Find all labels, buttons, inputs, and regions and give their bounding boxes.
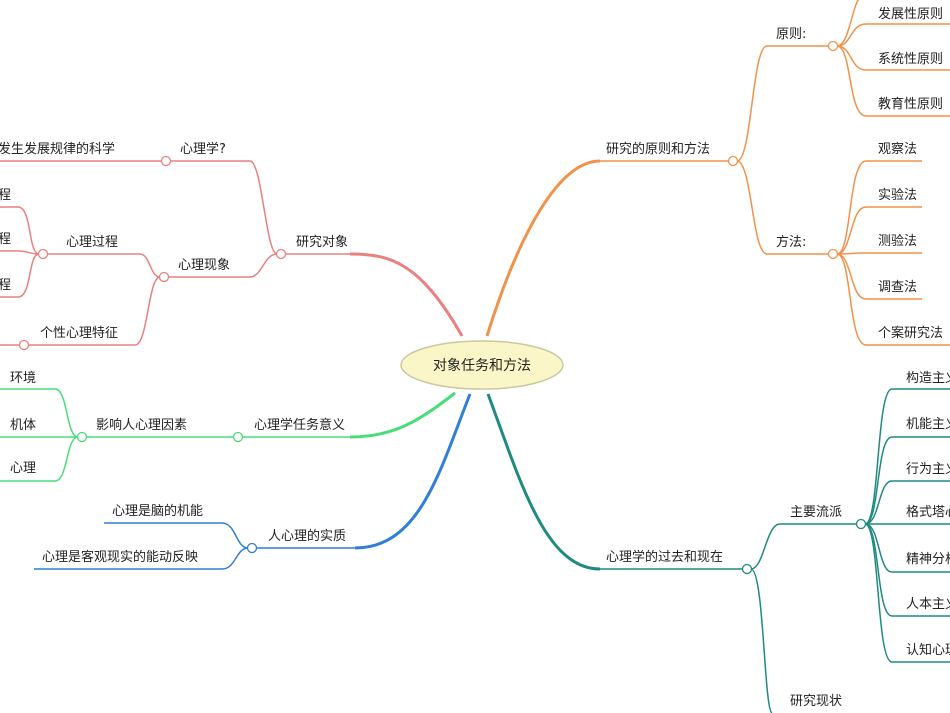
connector-mind [0, 436, 79, 482]
node-status[interactable]: 研究现状 [790, 694, 842, 709]
connector-process-1 [0, 206, 40, 255]
node-process-2[interactable]: 程 [0, 232, 11, 247]
connector-method-2 [836, 206, 922, 255]
node-factors[interactable]: 影响人心理因素 [96, 417, 187, 433]
connector-method-4 [836, 253, 922, 300]
node-essence[interactable]: 人心理的实质 [268, 528, 346, 544]
node-personality[interactable]: 个性心理特征 [40, 326, 118, 341]
node-method-1[interactable]: 观察法 [878, 142, 917, 157]
connector-school-1 [864, 388, 950, 525]
node-env[interactable]: 环境 [10, 371, 36, 386]
node-method-5[interactable]: 个案研究法 [878, 326, 943, 341]
branch-research-object: 研究对象 心理学? 发生发展规律的科学 心理现象 心理过程 程 程 程 个性心理… [0, 141, 464, 351]
node-school-1[interactable]: 构造主义 [906, 371, 950, 386]
node-dot[interactable] [232, 431, 244, 443]
center-node[interactable]: 对象任务和方法 [400, 340, 564, 390]
connector-process-2 [0, 250, 40, 255]
node-school-3[interactable]: 行为主义 [906, 462, 950, 477]
node-dot[interactable] [855, 518, 867, 530]
node-reflection[interactable]: 心理是客观现实的能动反映 [42, 549, 198, 565]
connector-reflection [34, 547, 249, 570]
connector-personality [26, 276, 161, 346]
branch-tasks: 心理学任务意义 影响人心理因素 环境 机体 心理 [0, 371, 456, 482]
connector-principles [736, 45, 831, 162]
node-process[interactable]: 心理过程 [66, 235, 118, 250]
node-principles[interactable]: 原则: [776, 27, 806, 42]
node-process-3[interactable]: 程 [0, 278, 11, 293]
connector-method-5 [836, 253, 950, 346]
connector-phenomena [166, 253, 278, 278]
branch-principles-methods: 研究的原则和方法 原则: 发展性原则 系统性原则 教育性原则 方法: 观察法 实… [485, 0, 950, 346]
node-mind[interactable]: 心理 [10, 461, 36, 476]
connector-school-2 [864, 436, 950, 525]
connector-process-3 [0, 253, 40, 298]
node-method-3[interactable]: 测验法 [878, 233, 917, 249]
branch-essence: 人心理的实质 心理是脑的机能 心理是客观现实的能动反映 [34, 393, 472, 570]
connector-method-3 [836, 252, 922, 255]
connector-principle-3 [836, 45, 950, 117]
connector-what-is [168, 160, 278, 255]
connector-center-essence [354, 393, 472, 550]
node-dot[interactable] [37, 248, 49, 260]
node-principle-1[interactable]: 发展性原则 [878, 6, 943, 22]
connector-methods [736, 160, 831, 255]
connector-center-principles [485, 159, 601, 337]
connector-school-3 [864, 480, 950, 525]
node-principle-2[interactable]: 系统性原则 [878, 52, 943, 67]
center-ellipse [400, 340, 564, 390]
node-dot[interactable] [741, 563, 753, 575]
connector-school-7 [864, 523, 950, 663]
node-principle-3[interactable]: 教育性原则 [878, 96, 943, 112]
connector-env [0, 388, 79, 438]
node-principles-methods[interactable]: 研究的原则和方法 [606, 141, 710, 157]
node-school-7[interactable]: 认知心理 [906, 642, 950, 658]
node-phenomena[interactable]: 心理现象 [178, 258, 230, 273]
node-dot[interactable] [246, 542, 258, 554]
connector-brain [104, 522, 249, 549]
connector-principle-2 [836, 45, 950, 71]
node-method-2[interactable]: 实验法 [878, 187, 917, 203]
node-dot[interactable] [827, 248, 839, 260]
node-school-2[interactable]: 机能主义 [906, 417, 950, 432]
node-what-is[interactable]: 心理学? [180, 141, 226, 157]
connector-center-tasks [349, 391, 456, 439]
connector-principle-1 [836, 0, 860, 47]
node-method-4[interactable]: 调查法 [878, 280, 917, 295]
connector-center-history [486, 393, 601, 571]
connector-principle-1b [836, 23, 950, 47]
center-label[interactable]: 对象任务和方法 [433, 358, 531, 374]
node-dot[interactable] [827, 40, 839, 52]
node-dot[interactable] [160, 155, 172, 167]
node-process-1[interactable]: 程 [0, 188, 11, 203]
node-methods[interactable]: 方法: [776, 234, 806, 250]
node-school-4[interactable]: 格式塔心 [906, 504, 950, 520]
connector-schools [750, 523, 859, 570]
branch-history: 心理学的过去和现在 主要流派 构造主义 机能主义 行为主义 格式塔心 精神分析 … [486, 371, 950, 713]
node-school-5[interactable]: 精神分析 [906, 552, 950, 567]
node-dot[interactable] [275, 248, 287, 260]
connector-method-1 [836, 160, 922, 255]
node-brain[interactable]: 心理是脑的机能 [112, 503, 203, 519]
node-research-object[interactable]: 研究对象 [296, 235, 348, 250]
node-schools[interactable]: 主要流派 [790, 505, 842, 520]
connector-process [45, 253, 161, 278]
node-tasks[interactable]: 心理学任务意义 [254, 417, 345, 433]
connector-school-5 [864, 523, 950, 573]
node-dot[interactable] [76, 431, 88, 443]
connector-status [750, 568, 773, 713]
node-dot[interactable] [18, 339, 30, 351]
node-school-6[interactable]: 人本主义 [906, 597, 950, 612]
node-body[interactable]: 机体 [10, 418, 36, 433]
node-dot[interactable] [158, 271, 170, 283]
node-history[interactable]: 心理学的过去和现在 [606, 549, 723, 565]
connector-center-research-object [349, 252, 464, 337]
node-science[interactable]: 发生发展规律的科学 [0, 141, 115, 157]
node-dot[interactable] [727, 155, 739, 167]
